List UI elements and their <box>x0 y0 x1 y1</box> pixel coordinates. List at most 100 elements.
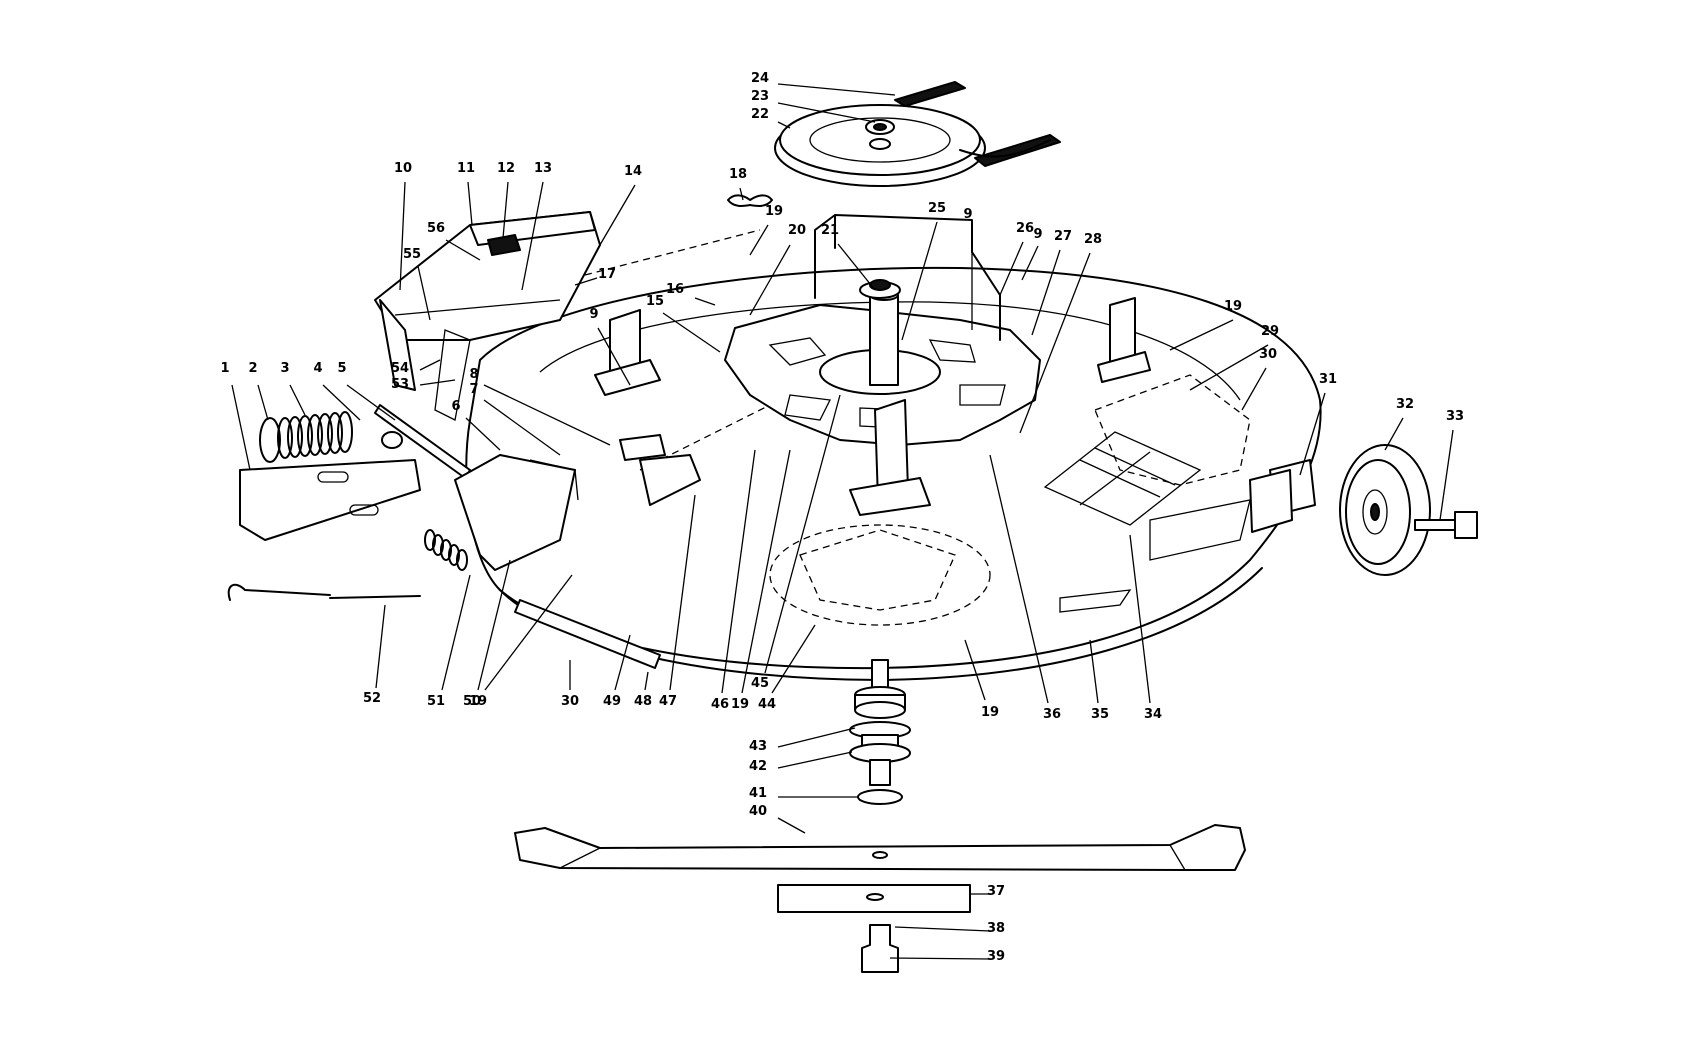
dashed-leader-left <box>584 229 761 276</box>
leader-line-19 <box>1169 319 1234 351</box>
callout-label-9: 9 <box>589 307 598 322</box>
callout-label-17: 17 <box>598 267 616 282</box>
leader-line-44 <box>771 624 816 694</box>
leader-line-52 <box>375 604 386 689</box>
leader-line-11 <box>467 181 473 226</box>
leader-line-19 <box>484 574 573 691</box>
leader-line-36 <box>989 454 1049 704</box>
blade-stiffener <box>777 884 971 913</box>
leader-line-43 <box>777 727 856 748</box>
leader-line-10 <box>399 181 406 291</box>
deck-decal <box>1043 431 1202 526</box>
callout-label-55: 55 <box>403 247 421 262</box>
callout-label-21: 21 <box>821 223 839 238</box>
spindle-stack <box>849 659 911 805</box>
callout-label-31: 31 <box>1319 372 1337 387</box>
callout-label-25: 25 <box>928 201 946 216</box>
callout-label-35: 35 <box>1091 707 1109 722</box>
leader-line-1 <box>231 384 251 471</box>
dashed-outline-right <box>1094 374 1251 486</box>
callout-label-39: 39 <box>987 949 1005 964</box>
leader-line-19 <box>964 639 986 701</box>
leader-line-19 <box>749 224 769 256</box>
leader-line-42 <box>777 751 853 769</box>
leader-line-15 <box>662 312 721 353</box>
leader-line-7 <box>483 399 561 456</box>
leader-line-48 <box>644 671 649 691</box>
callout-label-27: 27 <box>1054 229 1072 244</box>
callout-label-4: 4 <box>313 361 322 376</box>
callout-label-37: 37 <box>987 884 1005 899</box>
callout-label-19: 19 <box>469 694 487 709</box>
leader-line-24 <box>777 83 896 96</box>
blade-adapter-dashed <box>769 524 991 626</box>
callout-label-46: 46 <box>711 697 729 712</box>
callout-label-6: 6 <box>451 399 460 414</box>
callout-label-49: 49 <box>603 694 621 709</box>
leader-line-35 <box>1089 639 1099 704</box>
callout-label-51: 51 <box>427 694 445 709</box>
leader-line-14 <box>596 184 636 251</box>
spindle-post <box>859 279 901 386</box>
callout-label-38: 38 <box>987 921 1005 936</box>
callout-label-50: 50 <box>463 694 481 709</box>
callout-label-19: 19 <box>731 697 749 712</box>
wing-nut <box>727 194 773 207</box>
wheel-bolt <box>1414 511 1478 539</box>
leader-line-49 <box>614 634 631 691</box>
leader-line-33 <box>1439 429 1454 521</box>
leader-line-29 <box>1189 344 1269 391</box>
callout-label-8: 8 <box>469 367 478 382</box>
pulley <box>774 104 986 187</box>
leader-line-20 <box>749 244 791 316</box>
callout-label-40: 40 <box>749 804 767 819</box>
leader-line-54 <box>419 359 441 371</box>
callout-label-11: 11 <box>457 161 475 176</box>
leader-line-34 <box>1129 534 1151 704</box>
callout-label-10: 10 <box>394 161 412 176</box>
upright-bracket-right <box>1097 297 1151 383</box>
leader-line-56 <box>445 239 481 261</box>
compression-spring <box>424 529 468 571</box>
callout-label-15: 15 <box>646 294 664 309</box>
leader-line-9 <box>1021 245 1039 281</box>
leader-line-18 <box>739 187 744 201</box>
height-adjust-assembly <box>227 404 701 601</box>
torsion-spring-coils <box>277 411 353 459</box>
callout-label-23: 23 <box>751 89 769 104</box>
leader-line-8 <box>483 384 611 446</box>
callout-label-41: 41 <box>749 786 767 801</box>
drive-belt <box>894 81 1061 167</box>
leader-line-32 <box>1384 417 1404 451</box>
callout-label-16: 16 <box>666 282 684 297</box>
leader-line-4 <box>322 384 361 421</box>
leader-line-25 <box>901 221 938 341</box>
callout-label-47: 47 <box>659 694 677 709</box>
callout-label-2: 2 <box>248 361 257 376</box>
leader-line-2 <box>257 384 269 421</box>
callout-label-12: 12 <box>497 161 515 176</box>
callout-label-20: 20 <box>788 223 806 238</box>
leader-line-55 <box>417 265 431 321</box>
leader-line-13 <box>521 181 544 291</box>
leader-line-40 <box>777 817 806 834</box>
leader-line-53 <box>419 379 456 386</box>
leader-line-23 <box>777 102 876 123</box>
leader-line-19 <box>741 449 791 694</box>
callout-label-30: 30 <box>1259 347 1277 362</box>
leader-line-31 <box>1299 392 1326 476</box>
leader-line-27 <box>1031 249 1061 336</box>
callout-label-53: 53 <box>391 377 409 392</box>
leader-line-22 <box>777 121 791 129</box>
discharge-chute <box>374 211 601 421</box>
callout-label-24: 24 <box>751 71 769 86</box>
callout-label-5: 5 <box>337 361 346 376</box>
callout-label-45: 45 <box>751 676 769 691</box>
callout-label-32: 32 <box>1396 397 1414 412</box>
callout-leaders <box>231 83 1454 960</box>
callout-label-43: 43 <box>749 739 767 754</box>
leader-line-12 <box>502 181 509 239</box>
